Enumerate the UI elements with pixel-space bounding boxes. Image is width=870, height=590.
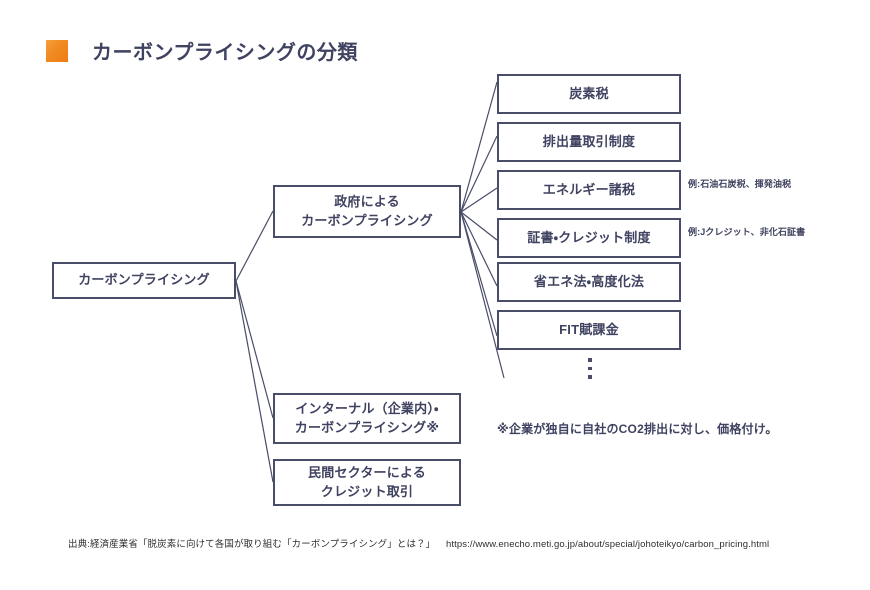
page-title-text: カーボンプライシングの分類 — [92, 42, 358, 64]
node-leaf-energy-saving-act[interactable]: 省エネ法・高度化法 — [497, 262, 681, 302]
edge-government-to-leaf-2 — [460, 187, 498, 213]
edge-government-to-leaf-4 — [460, 211, 498, 287]
node-label: 省エネ法・高度化法 — [533, 273, 645, 289]
edge-government-to-leaf-5 — [460, 211, 498, 337]
edge-root-to-government — [235, 210, 274, 282]
source-citation: 出典:経済産業省「脱炭素に向けて各国が取り組む「カーボンプライシング」とは？」 … — [68, 536, 769, 550]
ellipsis-dot — [588, 366, 592, 370]
node-label: インターナル（企業内）・ カーボンプライシング※ — [294, 400, 440, 435]
node-government-carbon-pricing[interactable]: 政府による カーボンプライシング — [273, 185, 461, 238]
orange-square-bullet-icon — [46, 39, 68, 62]
edge-root-to-internal — [235, 280, 274, 419]
node-leaf-energy-taxes[interactable]: エネルギー諸税 — [497, 170, 681, 210]
edge-government-to-leaf-1 — [460, 135, 498, 213]
node-carbon-pricing-root[interactable]: カーボンプライシング — [52, 262, 236, 299]
node-label: 民間セクターによる クレジット取引 — [308, 464, 426, 499]
edge-root-to-private — [235, 280, 274, 483]
source-url: https://www.enecho.meti.go.jp/about/spec… — [446, 539, 770, 550]
node-private-sector-credit-trading[interactable]: 民間セクターによる クレジット取引 — [273, 459, 461, 506]
vertical-ellipsis-icon — [583, 358, 597, 379]
node-internal-carbon-pricing[interactable]: インターナル（企業内）・ カーボンプライシング※ — [273, 393, 461, 444]
node-label: FIT賦課金 — [559, 321, 619, 337]
node-label: エネルギー諸税 — [542, 181, 636, 197]
edge-government-to-leaf-0 — [460, 81, 498, 213]
node-label: カーボンプライシング — [78, 272, 210, 288]
page-title: カーボンプライシングの分類 — [46, 36, 358, 65]
node-leaf-certificate-credit-system[interactable]: 証書・クレジット制度 — [497, 218, 681, 258]
node-leaf-carbon-tax[interactable]: 炭素税 — [497, 74, 681, 114]
footnote-internal-carbon-pricing: ※企業が独自に自社のCO2排出に対し、価格付け。 — [497, 422, 778, 436]
example-note-certificate-credit: 例:Jクレジット、非化石証書 — [688, 227, 806, 237]
node-leaf-emissions-trading[interactable]: 排出量取引制度 — [497, 122, 681, 162]
node-leaf-fit-levy[interactable]: FIT賦課金 — [497, 310, 681, 350]
edge-government-to-leaf-3 — [460, 211, 498, 241]
node-label: 証書・クレジット制度 — [527, 229, 651, 245]
example-note-energy-taxes: 例:石油石炭税、揮発油税 — [688, 179, 792, 189]
ellipsis-dot — [588, 358, 592, 362]
node-label: 排出量取引制度 — [542, 133, 636, 149]
node-label: 政府による カーボンプライシング — [301, 193, 433, 228]
node-label: 炭素税 — [569, 85, 609, 101]
source-text: 出典:経済産業省「脱炭素に向けて各国が取り組む「カーボンプライシング」とは？」 — [68, 539, 436, 550]
ellipsis-dot — [588, 375, 592, 379]
